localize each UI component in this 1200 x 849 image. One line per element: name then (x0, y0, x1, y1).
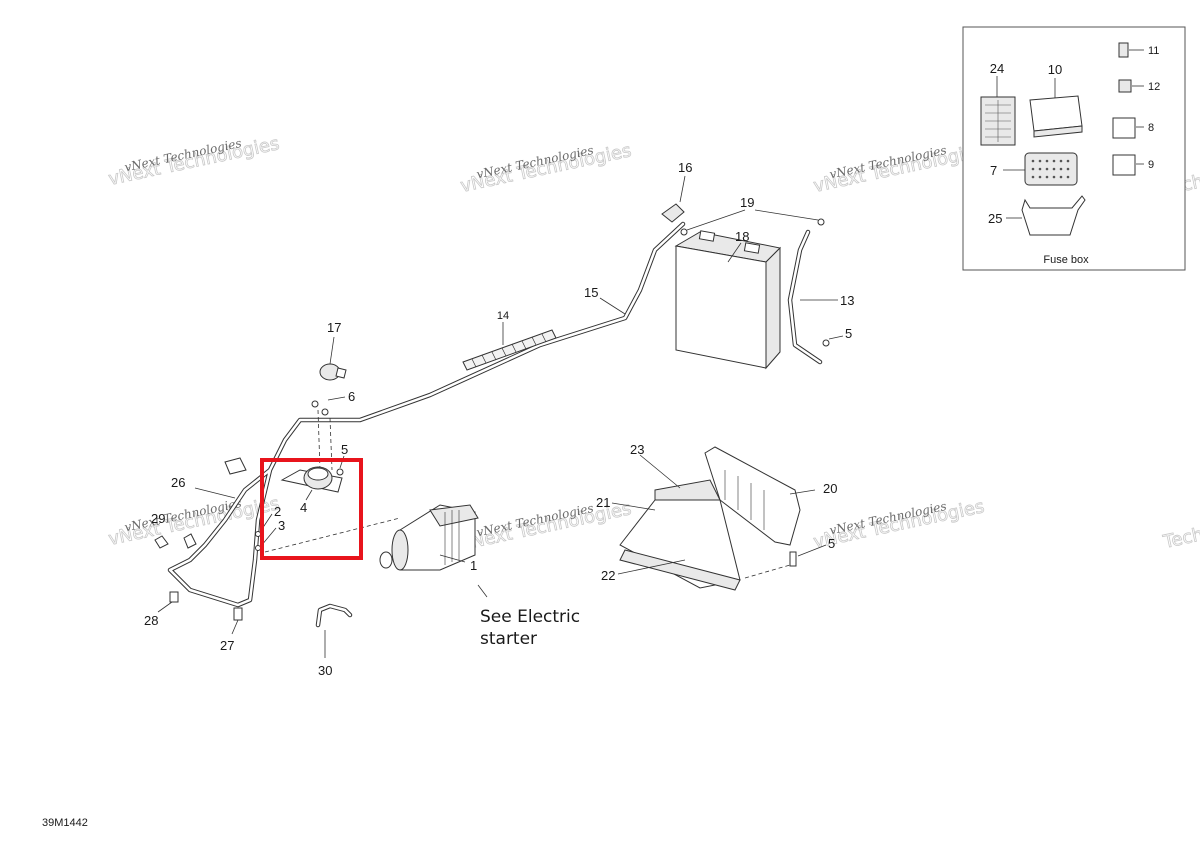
watermark: vNext Technologies vNext Technologies (811, 496, 986, 554)
callout-13: 13 (840, 293, 854, 308)
fuse-box-label: Fuse box (1043, 254, 1089, 266)
callout-25: 25 (988, 211, 1002, 226)
highlight-box (260, 458, 363, 560)
battery-tray-assembly (611, 446, 827, 591)
callout-17: 17 (327, 320, 341, 335)
nut-part (311, 396, 346, 416)
callout-16: 16 (678, 160, 692, 175)
callout-12: 12 (1148, 81, 1160, 93)
callout-29: 29 (151, 511, 165, 526)
electric-starter-note-line1: See Electric (480, 607, 580, 627)
callout-10: 10 (1048, 62, 1062, 77)
callout-27: 27 (220, 638, 234, 653)
conduit-part (462, 322, 557, 371)
fuse-box-inset: 24 10 11 12 8 9 7 25 Fuse b (962, 26, 1186, 271)
callout-15: 15 (584, 285, 598, 300)
watermark-outline: Technologies (1161, 508, 1200, 553)
fuse-box-bracket-part (1021, 195, 1086, 236)
connector-part (233, 607, 243, 621)
watermark: vNext Technologies vNext Technologies (106, 133, 281, 191)
terminal-cap-part (661, 175, 686, 223)
watermark: vNext Technologies vNext Technologies (458, 140, 633, 198)
callout-7: 7 (990, 163, 997, 178)
callout-5: 5 (828, 536, 835, 551)
callout-30: 30 (318, 663, 332, 678)
callout-3: 3 (278, 518, 285, 533)
watermark-edge: Technologies (1160, 508, 1200, 554)
callout-5: 5 (341, 442, 348, 457)
fuse-box-cover-part (1029, 95, 1083, 132)
callout-19: 19 (740, 195, 754, 210)
solenoid-boot-part (319, 336, 347, 381)
callout-23: 23 (630, 442, 644, 457)
relay-part (1112, 117, 1136, 139)
callout-22: 22 (601, 568, 615, 583)
screw-part (789, 551, 797, 567)
starter-motor-part (379, 504, 488, 598)
battery-part (674, 230, 782, 370)
screw-part (822, 339, 830, 347)
callout-2: 2 (274, 504, 281, 519)
relay-part (1112, 154, 1136, 176)
callout-1: 1 (470, 558, 477, 573)
callout-26: 26 (171, 475, 185, 490)
callout-11: 11 (1148, 45, 1159, 57)
watermark: vNext Technologies vNext Technologies (811, 140, 986, 198)
electric-starter-note-line2: starter (480, 629, 537, 649)
callout-18: 18 (735, 229, 749, 244)
connector-part (169, 591, 179, 603)
diagram-code: 39M1442 (42, 817, 88, 829)
battery-bolt-part (680, 209, 825, 236)
callout-4: 4 (300, 500, 307, 515)
callout-28: 28 (144, 613, 158, 628)
callout-14: 14 (497, 310, 509, 322)
callout-20: 20 (823, 481, 837, 496)
callout-8: 8 (1148, 122, 1154, 134)
callout-24: 24 (990, 61, 1004, 76)
connector-part (1024, 152, 1078, 186)
callout-9: 9 (1148, 159, 1154, 171)
fuse-box-frame (962, 26, 1186, 271)
mini-fuse-part (1118, 79, 1132, 93)
callout-6: 6 (348, 389, 355, 404)
callout-labels: 1 2 3 4 5 5 5 6 13 14 15 16 17 18 19 20 … (144, 160, 854, 678)
starter-solenoid-part (280, 466, 344, 501)
cable-bracket-part (194, 457, 247, 499)
fuse-part (1118, 42, 1129, 58)
callout-5: 5 (845, 326, 852, 341)
clip-part (154, 533, 197, 549)
callout-21: 21 (596, 495, 610, 510)
